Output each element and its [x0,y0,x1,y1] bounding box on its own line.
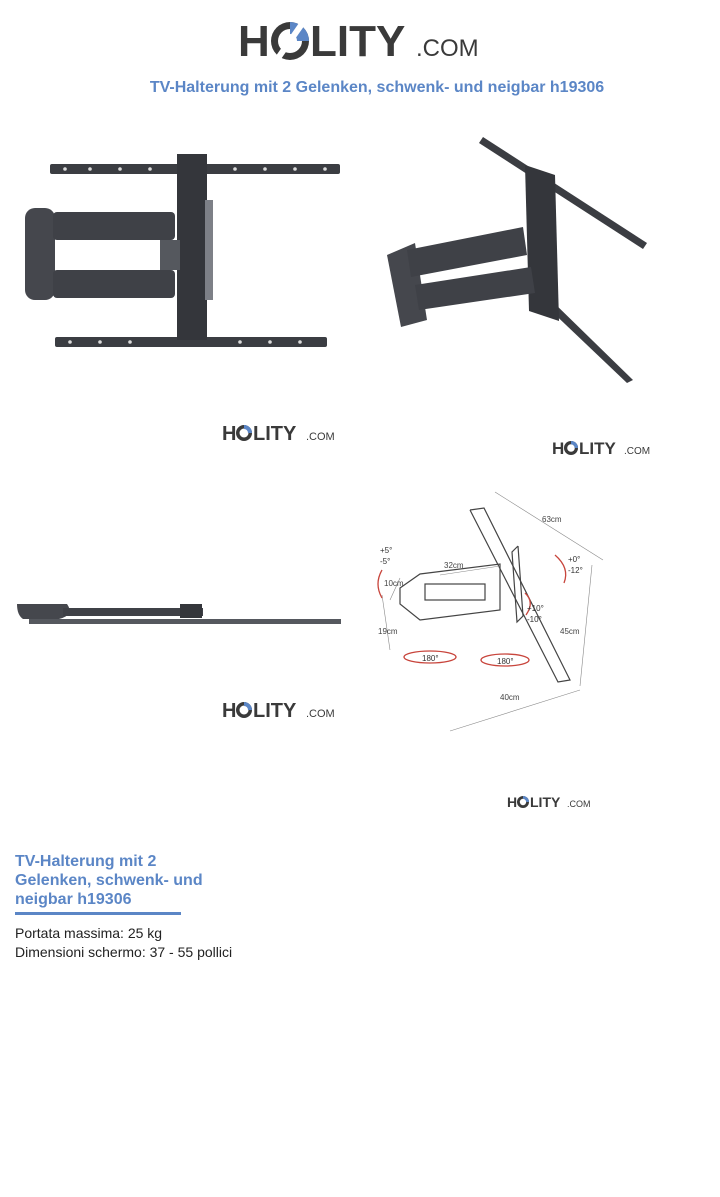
spec-screen-size: Dimensioni schermo: 37 - 55 pollici [15,944,233,960]
svg-text:19cm: 19cm [378,627,398,636]
svg-text:+5°: +5° [380,546,392,555]
svg-text:40cm: 40cm [500,693,520,702]
svg-text:-12°: -12° [568,566,583,575]
svg-text:10cm: 10cm [384,579,404,588]
svg-text:.COM: .COM [567,799,591,809]
svg-text:-5°: -5° [380,557,390,566]
title-underline [15,912,181,915]
product-image-side [15,595,345,635]
svg-text:45cm: 45cm [560,627,580,636]
logo-letter-h: H [238,17,270,66]
svg-text:.COM: .COM [624,446,650,457]
svg-text:LITY: LITY [530,794,561,810]
svg-text:+0°: +0° [568,555,580,564]
svg-text:LITY: LITY [253,700,297,722]
watermark-logo: H LITY .COM [222,420,342,451]
svg-text:180°: 180° [422,654,439,663]
logo-o-icon [271,22,309,60]
product-image-front [15,140,345,360]
dimension-diagram: 63cm 32cm 10cm 19cm 45cm 40cm 180° 180° … [360,480,620,740]
logo-letters: LITY [310,17,405,66]
svg-text:+10°: +10° [527,604,544,613]
watermark-logo: H LITY .COM [222,697,342,728]
svg-text:.COM: .COM [306,431,335,443]
product-title: TV-Halterung mit 2 Gelenken, schwenk- un… [15,853,203,908]
svg-text:-10°: -10° [527,615,542,624]
svg-text:LITY: LITY [253,423,297,445]
watermark-logo: H LITY .COM [507,791,593,818]
product-image-angled [375,135,660,385]
spec-max-load: Portata massima: 25 kg [15,925,163,941]
svg-text:LITY: LITY [579,439,616,458]
svg-text:H: H [552,439,564,458]
svg-text:180°: 180° [497,657,514,666]
logo-suffix: .COM [416,35,479,62]
svg-text:H: H [222,700,236,722]
svg-text:H: H [222,423,236,445]
svg-text:63cm: 63cm [542,515,562,524]
page-title: TV-Halterung mit 2 Gelenken, schwenk- un… [149,79,605,96]
watermark-logo: H LITY .COM [552,436,654,465]
holity-logo[interactable]: H LITY .COM [238,14,483,68]
svg-text:H: H [507,794,517,810]
svg-text:.COM: .COM [306,708,335,720]
svg-text:32cm: 32cm [444,561,464,570]
